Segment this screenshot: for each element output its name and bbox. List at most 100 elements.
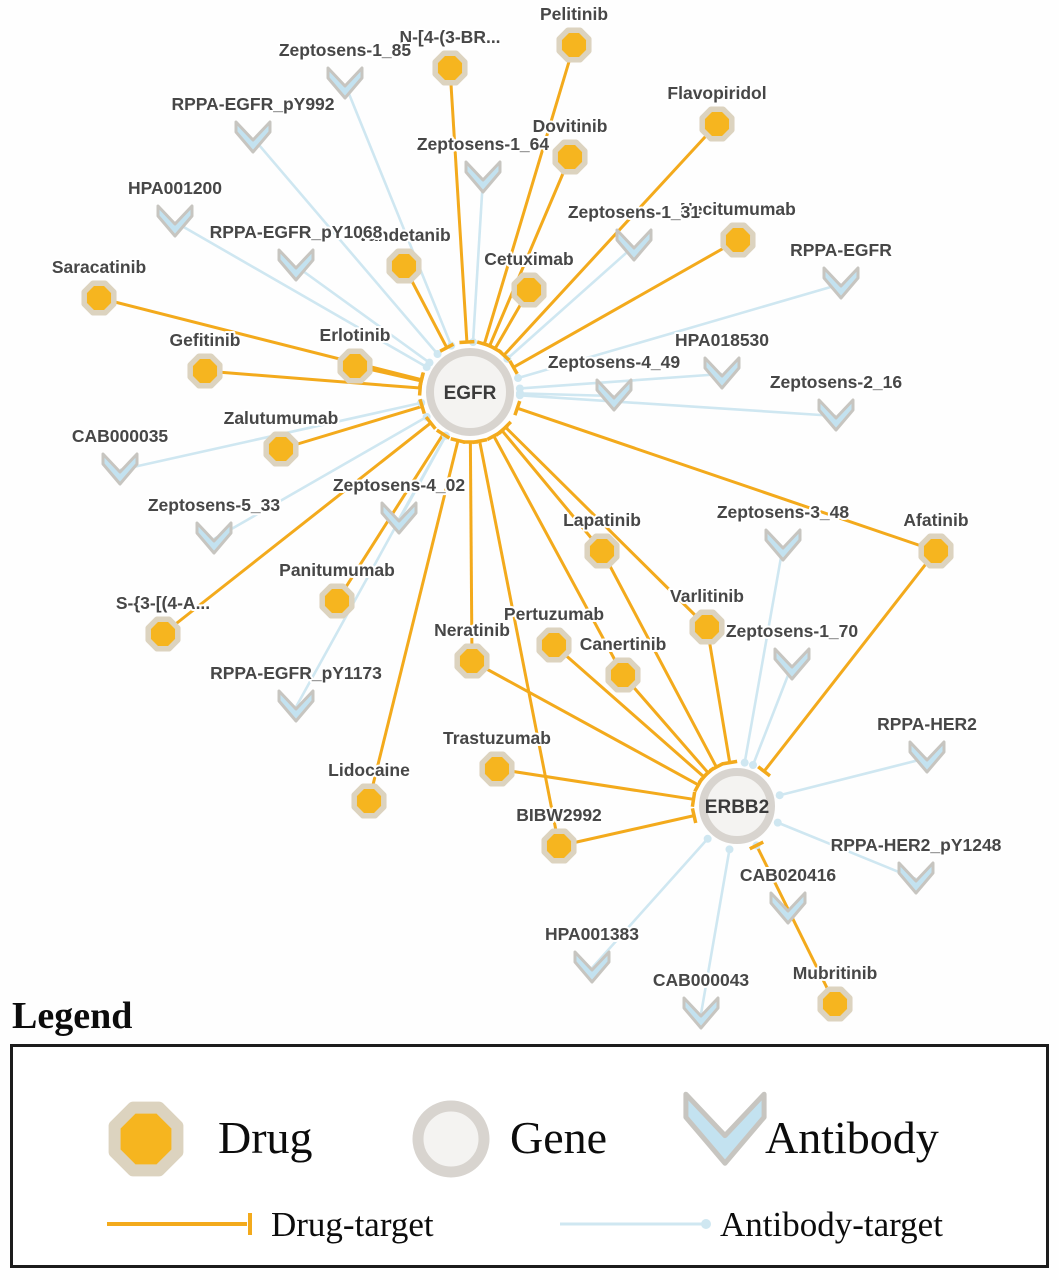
antibody-target-edge — [174, 220, 428, 369]
legend-label-drug: Drug — [218, 1112, 313, 1163]
drug-node — [145, 616, 181, 652]
antibody-node — [277, 248, 315, 282]
drug-node — [454, 643, 490, 679]
drug-target-edge — [600, 550, 718, 768]
antibody-chevron-glyph — [683, 1091, 767, 1166]
drug-node — [511, 272, 547, 308]
gene-label: EGFR — [444, 383, 497, 404]
antibody-target-edge — [779, 756, 928, 797]
antibody-node — [380, 501, 418, 535]
antibody-label: CAB000043 — [653, 970, 750, 990]
antibody-node — [101, 452, 139, 486]
drug-node — [541, 828, 577, 864]
inhibition-cap — [487, 343, 503, 354]
drug-node — [918, 533, 954, 569]
drug-target-edge — [478, 440, 561, 847]
antibody-target-edge — [343, 83, 453, 347]
inhibition-cap — [435, 428, 451, 440]
edge-endpoint-dot — [725, 845, 734, 854]
antibody-label: RPPA-EGFR_pY1173 — [210, 663, 382, 683]
drug-target-edge — [448, 67, 469, 343]
antibody-target-edge — [699, 849, 731, 1015]
edge-endpoint-dot — [515, 391, 524, 400]
antibody-target-edge — [519, 372, 723, 390]
edge-endpoint-dot — [775, 791, 784, 800]
gene-node — [699, 768, 775, 844]
antibody-label: RPPA-HER2_pY1248 — [831, 835, 1002, 855]
drug-target-edge — [496, 767, 694, 801]
antibody-node — [464, 160, 502, 194]
antibody-node — [703, 356, 741, 390]
drug-label: Trastuzumab — [443, 728, 551, 748]
drug-target-edge — [516, 406, 937, 553]
legend-label-antibody-target: Antibody-target — [720, 1205, 943, 1244]
edge-endpoint-dot — [433, 349, 442, 358]
drug-label: Necitumumab — [680, 199, 796, 219]
drug-label: Pertuzumab — [504, 604, 604, 624]
drug-target-edge — [471, 659, 700, 787]
drug-target-edge — [162, 421, 432, 636]
drug-label: Saracatinib — [52, 257, 146, 277]
drug-target-edge — [621, 674, 710, 774]
legend-label-gene: Gene — [510, 1112, 608, 1163]
labels-layer: EGFRERBB2PelitinibN-[4-(3-BR...Flavopiri… — [50, 2, 1004, 992]
antibody-label: Zeptosens-4_49 — [548, 352, 681, 372]
gene-node-icon — [412, 1100, 490, 1178]
drug-target-edge-icon — [107, 1213, 252, 1235]
drug-label: Dovitinib — [533, 116, 608, 136]
antibody-label: HPA001383 — [545, 924, 639, 944]
nodes-layer — [81, 27, 954, 1030]
drug-node — [817, 986, 853, 1022]
drug-node — [552, 139, 588, 175]
drug-target-edge — [482, 44, 576, 345]
inhibition-cap — [697, 770, 711, 784]
antibody-label: Zeptosens-3_48 — [717, 502, 850, 522]
antibody-target-edge — [295, 264, 431, 364]
inhibition-cap — [450, 437, 466, 445]
inhibition-cap — [486, 430, 502, 442]
drug-label: Flavopiridol — [667, 83, 766, 103]
antibody-node — [195, 521, 233, 555]
inhibition-cap — [690, 807, 698, 824]
edge-endpoint-dot — [748, 761, 757, 770]
drug-octagon-glyph — [108, 1101, 184, 1177]
drug-label: Erlotinib — [320, 325, 391, 345]
edge-endpoint-dot — [773, 818, 782, 827]
antibody-target-edge — [743, 545, 785, 763]
antibody-target-edge — [751, 664, 794, 766]
antibody-node-icon — [683, 1091, 767, 1166]
drug-node — [187, 353, 223, 389]
drug-label: Vandetanib — [357, 225, 450, 245]
antibody-label: RPPA-EGFR — [790, 240, 892, 260]
inhibition-cap — [471, 437, 488, 445]
antibody-label: Zeptosens-4_02 — [333, 475, 466, 495]
inhibition-cap — [459, 339, 475, 345]
antibody-node — [764, 528, 802, 562]
drug-label: Mubritinib — [793, 963, 878, 983]
antibody-label: RPPA-EGFR_pY1068 — [210, 222, 383, 242]
drug-node — [605, 657, 641, 693]
antibody-node — [897, 861, 935, 895]
antibody-label: Zeptosens-5_33 — [148, 495, 281, 515]
drug-target-edge — [504, 426, 709, 629]
inhibition-cap — [418, 398, 426, 415]
drug-target-edge — [488, 156, 572, 347]
drug-label: Pelitinib — [540, 4, 608, 24]
antibody-label: RPPA-EGFR_pY992 — [171, 94, 334, 114]
antibody-label: RPPA-HER2 — [877, 714, 977, 734]
antibody-target-edge — [519, 392, 615, 398]
antibody-label: CAB000035 — [72, 426, 169, 446]
drug-label: BIBW2992 — [516, 805, 602, 825]
drug-label: Canertinib — [580, 634, 667, 654]
antibody-label: HPA001200 — [128, 178, 222, 198]
antibody-label: Zeptosens-1_85 — [279, 40, 412, 60]
drug-node — [432, 50, 468, 86]
antibody-node — [326, 66, 364, 100]
antibody-node — [573, 950, 611, 984]
drug-target-edge — [558, 814, 695, 848]
inhibition-cap — [439, 342, 455, 353]
antibody-label: Zeptosens-1_31 — [568, 202, 701, 222]
drug-target-edge — [500, 429, 604, 552]
drug-node — [689, 609, 725, 645]
